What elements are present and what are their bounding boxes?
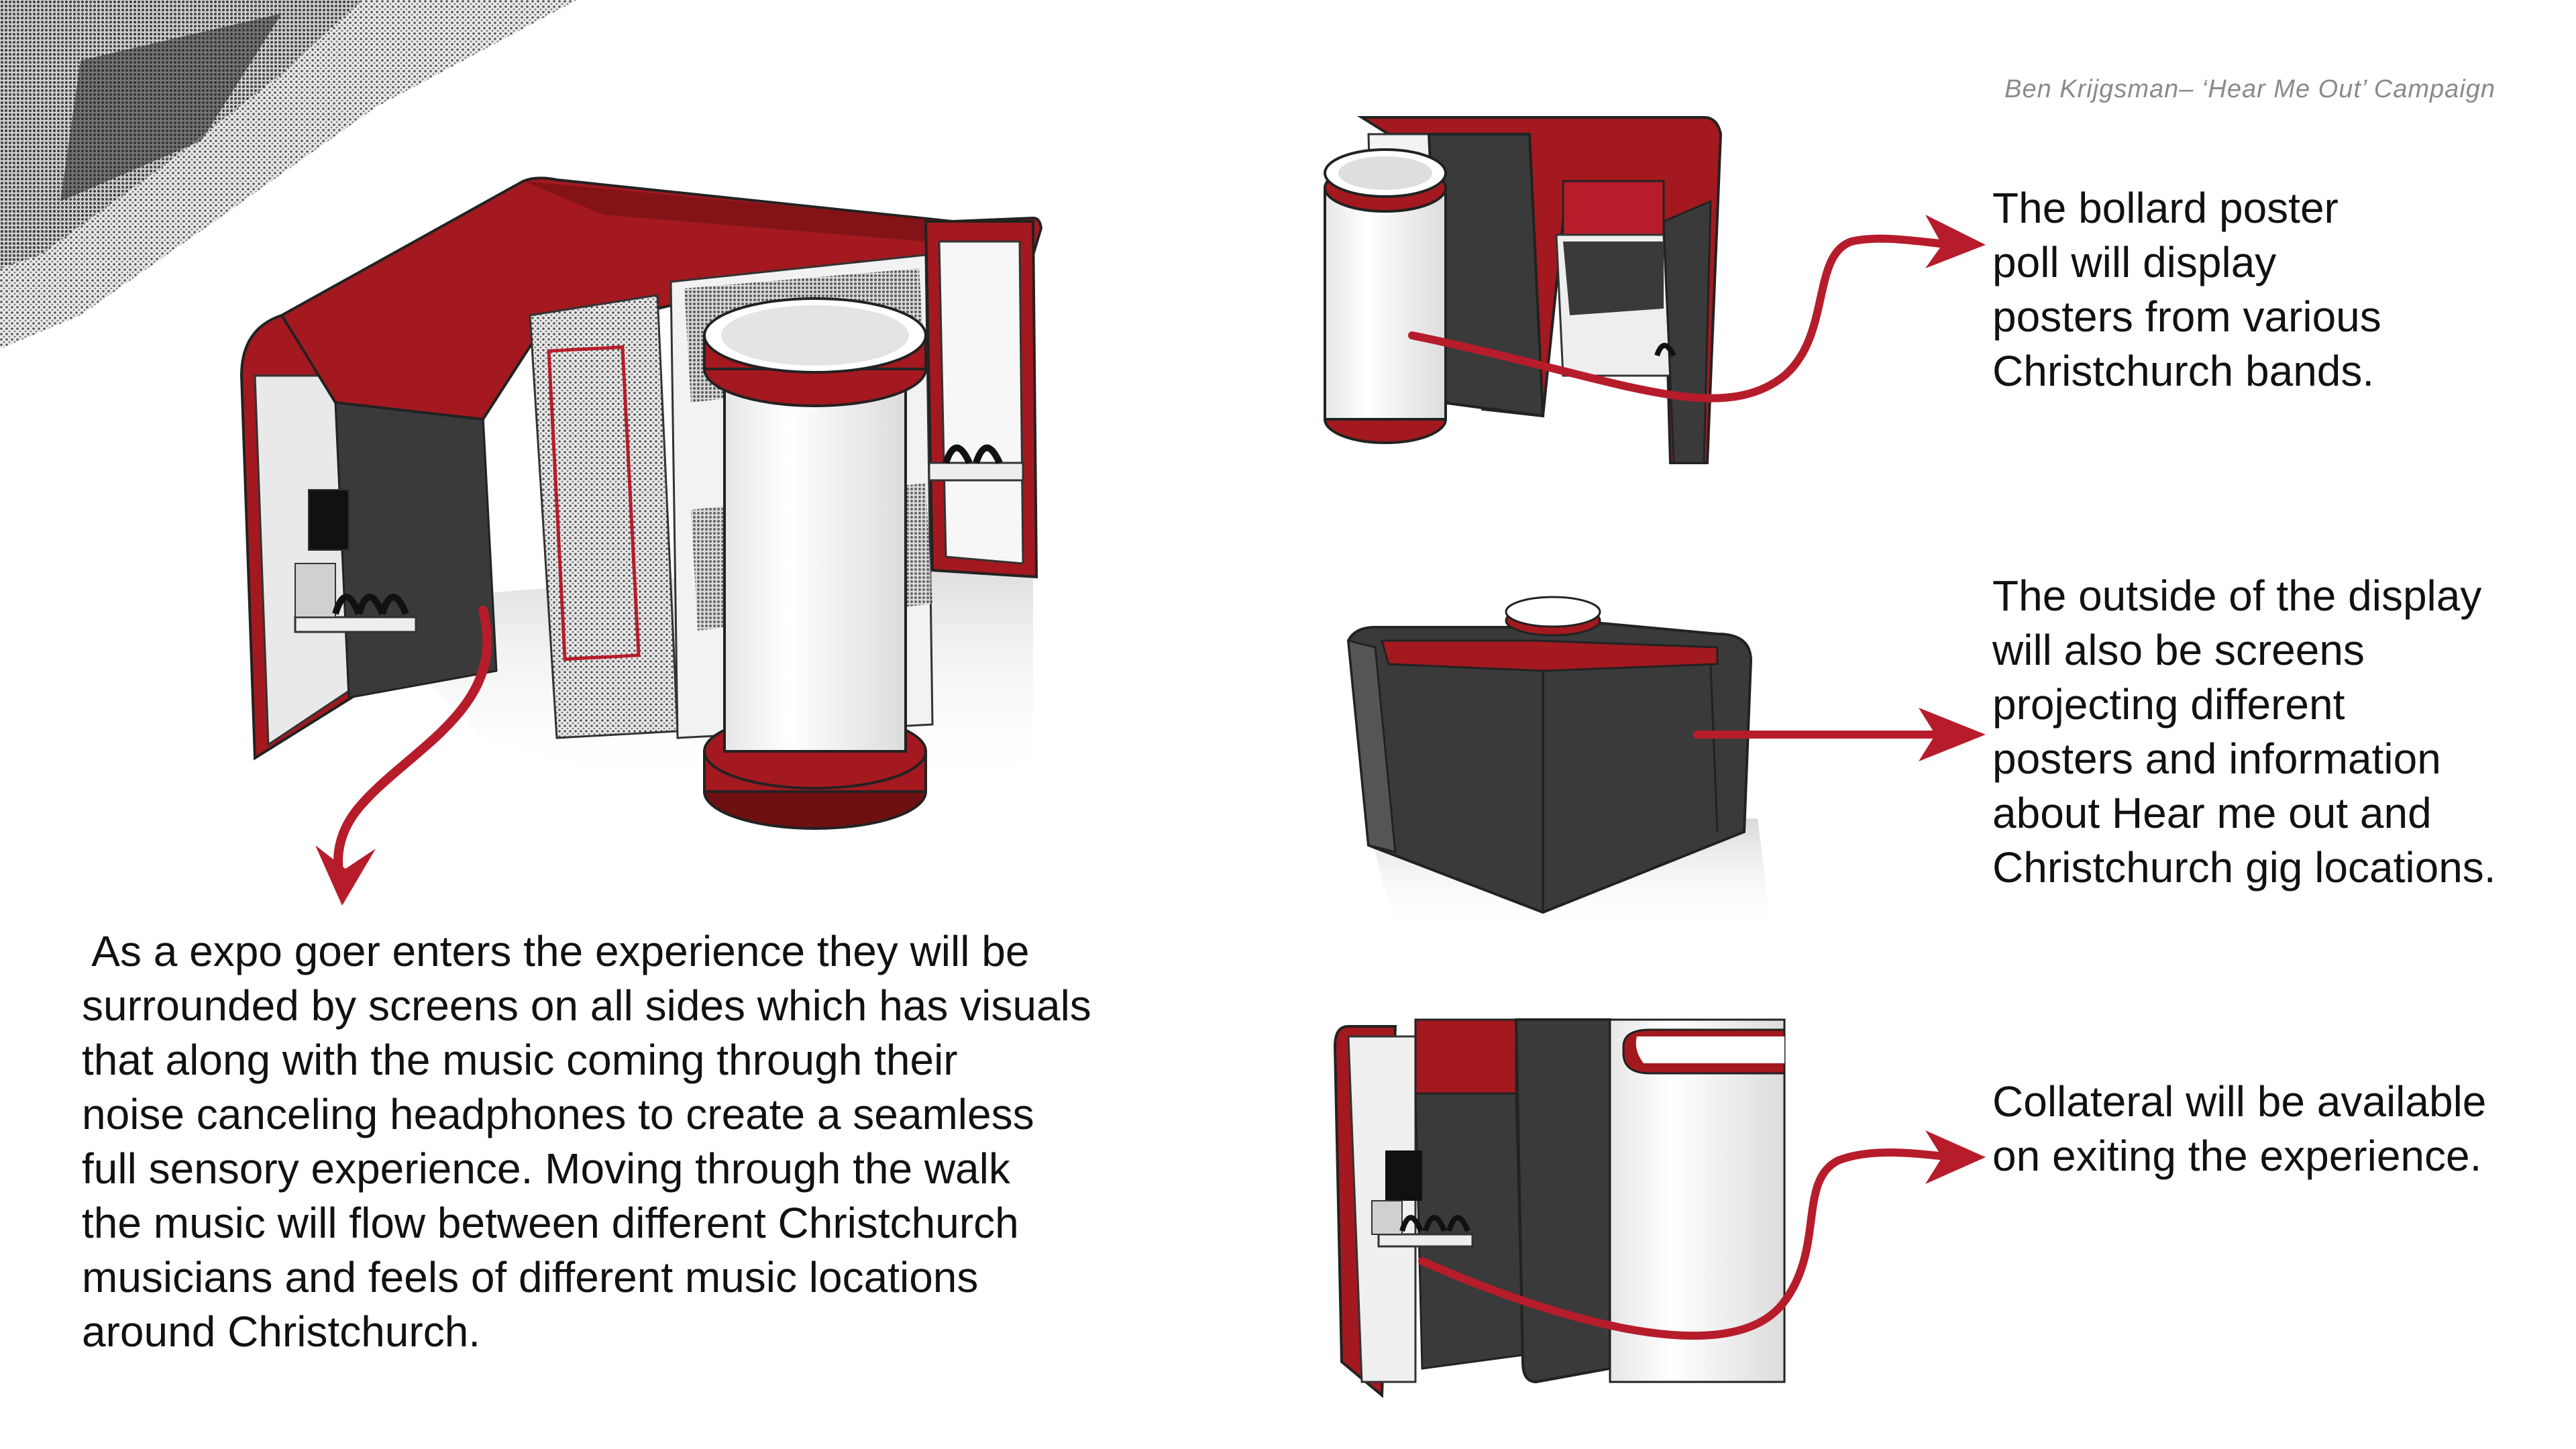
description-line: musicians and feels of different music l…: [82, 1253, 979, 1301]
callout-line: Christchurch bands.: [1992, 347, 2375, 395]
description-line: around Christchurch.: [82, 1307, 481, 1356]
main-booth-illustration: [239, 176, 1043, 830]
callout-line: about Hear me out and: [1992, 789, 2432, 837]
description-line: As a expo goer enters the experience the…: [82, 927, 1030, 975]
collateral-arrowhead: [1925, 1130, 1986, 1184]
callout-line: will also be screens: [1992, 626, 2365, 674]
main-arrowhead: [315, 845, 376, 906]
halftone-corner-decoration: [0, 0, 577, 349]
callout-line: Collateral will be available: [1992, 1077, 2487, 1126]
description-line: that along with the music coming through…: [82, 1036, 958, 1084]
callout-line: projecting different: [1992, 680, 2345, 729]
outside-screens-callout: The outside of the display will also be …: [1992, 569, 2556, 895]
callout-line: posters from various: [1992, 292, 2381, 341]
bollard-poster-illustration: [1324, 116, 1723, 464]
outside-screens-illustration: [1346, 596, 1771, 932]
bollard-arrowhead: [1925, 215, 1986, 268]
description-line: the music will flow between different Ch…: [82, 1199, 1019, 1247]
description-line: noise canceling headphones to create a s…: [82, 1090, 1034, 1138]
collateral-callout: Collateral will be available on exiting …: [1992, 1075, 2556, 1183]
main-description: As a expo goer enters the experience the…: [82, 924, 1155, 1359]
outside-arrowhead: [1919, 708, 1986, 761]
author-credit: Ben Krijgsman– ‘Hear Me Out’ Campaign: [2004, 75, 2496, 103]
callout-line: The outside of the display: [1992, 572, 2482, 620]
callout-line: The bollard poster: [1992, 184, 2339, 232]
callout-line: on exiting the experience.: [1992, 1132, 2482, 1180]
bollard-callout: The bollard poster poll will display pos…: [1992, 181, 2529, 398]
collateral-illustration: [1333, 1018, 1786, 1399]
main-pointer-arrow: [333, 606, 492, 890]
description-line: full sensory experience. Moving through …: [82, 1144, 1010, 1193]
collateral-pointer-arrow: [1418, 1148, 1956, 1340]
callout-line: posters and information: [1992, 735, 2441, 783]
callout-line: Christchurch gig locations.: [1992, 843, 2496, 892]
callout-line: poll will display: [1992, 238, 2277, 286]
bollard-pointer-arrow: [1408, 234, 1956, 402]
description-line: surrounded by screens on all sides which…: [82, 981, 1091, 1030]
